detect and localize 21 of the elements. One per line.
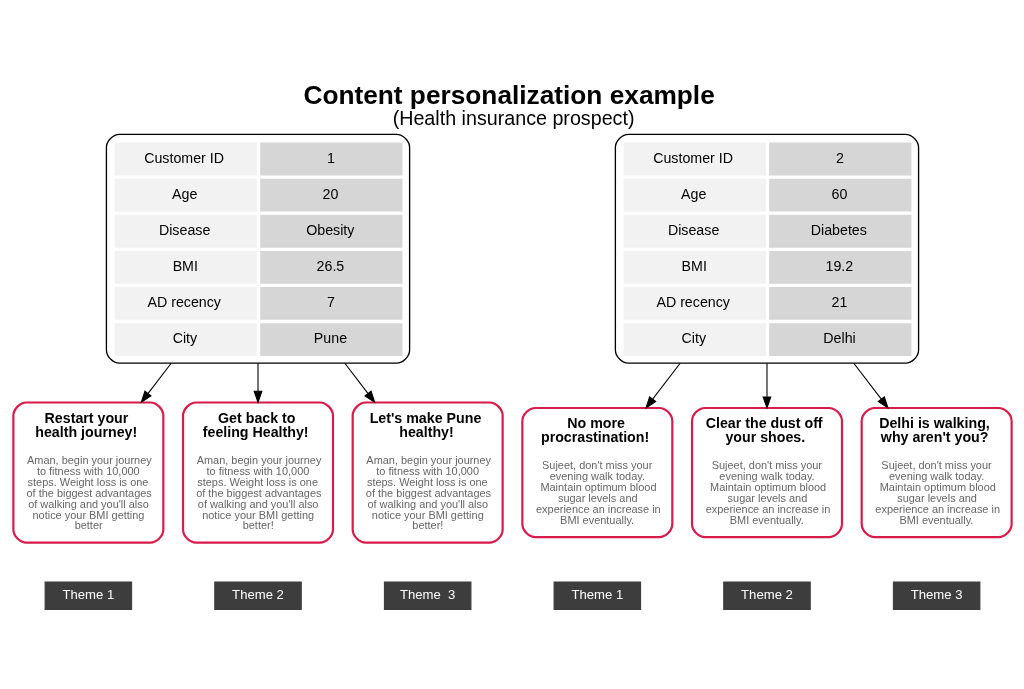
node-box: Theme 3 <box>892 581 980 610</box>
node-box: Restart your health journey! Aman, begin your journey to fitness with 10,000 steps. Weight loss is one of the biggest advantages of walking and you'll also notice your BMI getting better <box>11 401 164 544</box>
arrow <box>644 362 681 410</box>
node-box: Delhi is walking, why aren't you? Sujeet, don't miss your evening walk today. Maintain optimum blood sugar levels and experience an increase in BMI eventually. <box>860 406 1013 539</box>
node-box: Let's make Pune healthy! Aman, begin your journey to fitness with 10,000 steps. Weight loss is one of the biggest advantages of walking and you'll also notice your BMI getting better! <box>351 401 504 544</box>
node-box: No more procrastination! Sujeet, don't miss your evening walk today. Maintain optimum blood sugar levels and experience an increase in BMI eventually. <box>520 406 673 539</box>
node-box: Customer ID 2 Age 60 Disease Diabetes BMI 19.2 AD recency 21 City Delhi <box>614 133 919 364</box>
arrow <box>852 362 889 410</box>
arrow <box>139 362 172 404</box>
node-box: Theme 1 <box>44 581 132 610</box>
node-box: Theme 3 <box>383 581 471 610</box>
node-box: Theme 1 <box>553 581 641 610</box>
node-box: Theme 2 <box>722 581 811 610</box>
arrow <box>343 362 376 404</box>
arrow <box>252 362 263 404</box>
node-box: Clear the dust off your shoes. Sujeet, don't miss your evening walk today. Maintain optimum blood sugar levels and experience an increase in BMI eventually. <box>690 406 843 539</box>
node-box: Customer ID 1 Age 20 Disease Obesity BMI 26.5 AD recency 7 City Pune <box>105 133 410 364</box>
diagram-title: Content personalization example <box>302 79 715 110</box>
node-box: Theme 2 <box>213 581 302 610</box>
arrow <box>761 362 772 410</box>
node-box: Get back to feeling Healthy! Aman, begin your journey to fitness with 10,000 steps. Weight loss is one of the biggest advantages of walking and you'll also notice your BMI getting better! <box>181 401 334 544</box>
